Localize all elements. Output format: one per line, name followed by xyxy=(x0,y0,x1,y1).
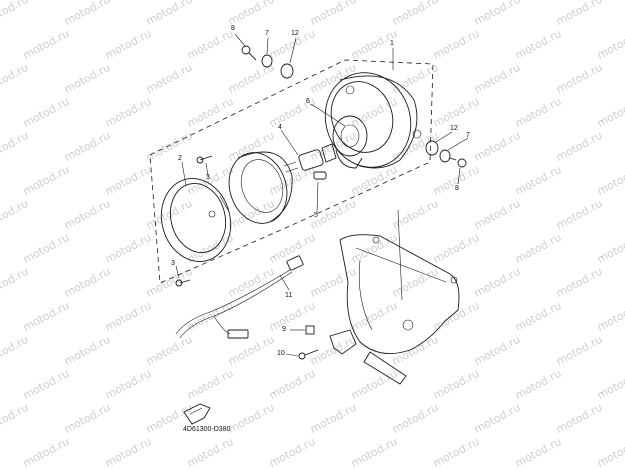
callout-7-right: 7 xyxy=(466,132,470,139)
callout-8-left: 8 xyxy=(231,25,235,32)
callout-11: 11 xyxy=(285,292,293,299)
right-bolt xyxy=(449,157,467,168)
left-collar xyxy=(261,54,273,68)
right-collar xyxy=(439,149,451,163)
callout-6: 6 xyxy=(306,98,310,105)
part-code-label: 4D61300-D380 xyxy=(183,426,231,433)
part-10-screw xyxy=(298,349,319,360)
callout-8-right: 8 xyxy=(455,185,459,192)
position-bulb xyxy=(313,171,327,180)
headlight-stay-bracket xyxy=(339,234,460,385)
sub-wire-harness xyxy=(175,255,304,339)
left-bolt xyxy=(241,45,257,61)
callout-12-left: 12 xyxy=(291,30,299,37)
callout-3-upper: 3 xyxy=(206,174,210,181)
rim-screw-upper xyxy=(196,155,213,164)
rim-screw-lower xyxy=(175,279,191,287)
socket-cover xyxy=(332,115,368,169)
assembly-boundary-dashed xyxy=(149,59,434,284)
callout-5: 5 xyxy=(314,212,318,219)
headlight-housing xyxy=(324,72,422,169)
headlight-bulb xyxy=(283,143,337,173)
right-grommet xyxy=(425,140,439,156)
callout-2: 2 xyxy=(178,155,182,162)
part-9-fastener xyxy=(305,325,315,335)
callout-3-lower: 3 xyxy=(171,260,175,267)
callout-7-left: 7 xyxy=(265,30,269,37)
callout-9: 9 xyxy=(282,326,286,333)
wire-clamp xyxy=(329,329,357,355)
callout-10: 10 xyxy=(277,350,285,357)
reflector-lens xyxy=(228,151,293,224)
callout-1: 1 xyxy=(390,40,394,47)
leader-lines xyxy=(175,33,469,357)
left-grommet xyxy=(280,63,294,79)
headlight-rim xyxy=(160,178,232,262)
callout-4: 4 xyxy=(278,124,282,131)
reference-arrow-icon xyxy=(183,403,211,425)
callout-12-right: 12 xyxy=(450,125,458,132)
